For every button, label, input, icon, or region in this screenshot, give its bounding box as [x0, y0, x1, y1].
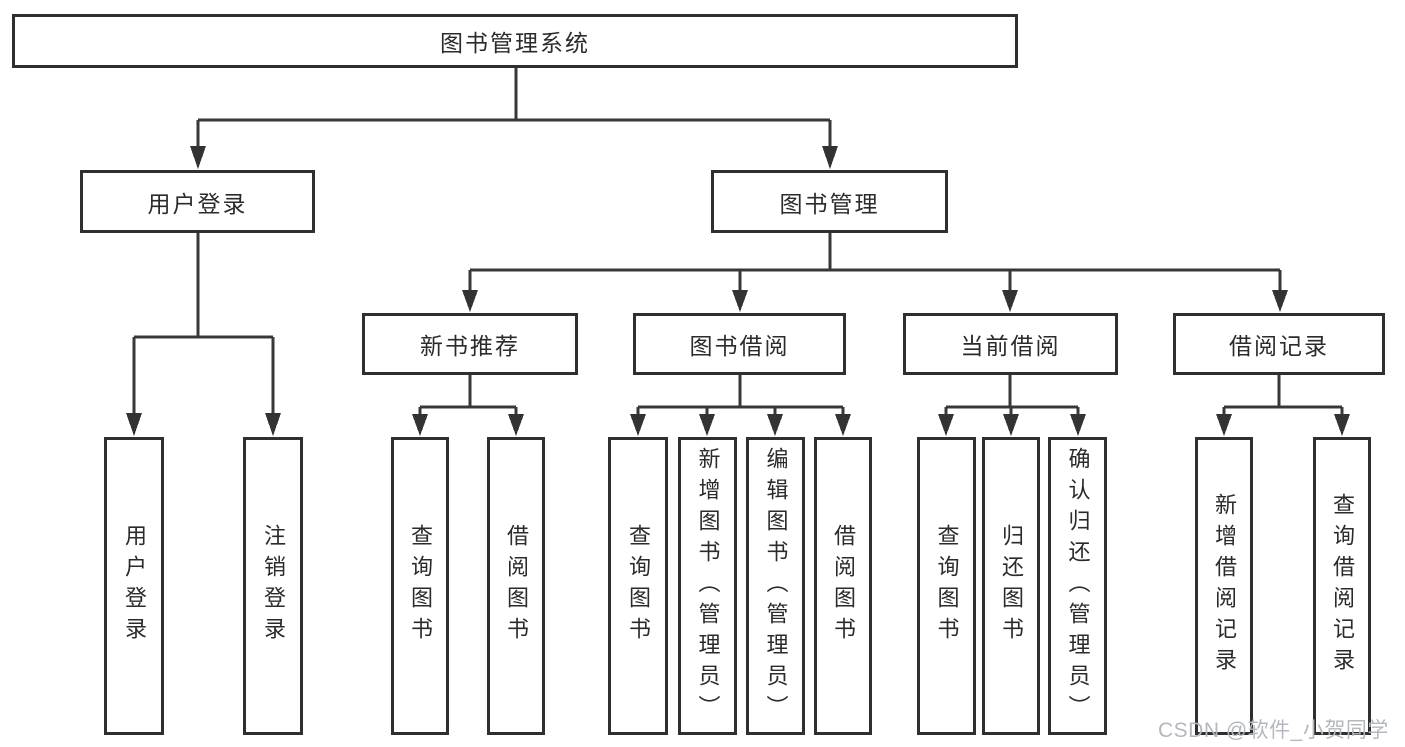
leaf-recommend-query-book: 查询图书 [391, 437, 449, 735]
leaf-confirm-return-admin: 确认归还（管理员） [1048, 437, 1107, 735]
connector-userlogin-to-leaves [126, 233, 281, 436]
node-root-system: 图书管理系统 [12, 14, 1018, 68]
leaf-edit-book-admin: 编辑图书（管理员） [746, 437, 805, 735]
node-user-login-module: 用户登录 [80, 170, 315, 233]
leaf-return-book: 归还图书 [982, 437, 1040, 735]
leaf-current-query-book: 查询图书 [917, 437, 976, 735]
leaf-borrow-query-book: 查询图书 [608, 437, 668, 735]
leaf-logout: 注销登录 [243, 437, 303, 735]
connector-root-to-level2 [190, 68, 838, 169]
node-new-book-recommend: 新书推荐 [362, 313, 578, 375]
connector-records-to-leaves [1216, 375, 1350, 436]
connector-borrow-to-leaves [630, 375, 851, 436]
leaf-recommend-borrow-book: 借阅图书 [487, 437, 545, 735]
node-book-borrow: 图书借阅 [633, 313, 846, 375]
leaf-add-book-admin: 新增图书（管理员） [678, 437, 737, 735]
node-borrow-records: 借阅记录 [1173, 313, 1385, 375]
connector-bookmgmt-to-level3 [462, 233, 1288, 312]
connector-newbooks-to-leaves [412, 375, 524, 436]
node-book-management-module: 图书管理 [711, 170, 948, 233]
leaf-borrow-book: 借阅图书 [814, 437, 872, 735]
leaf-add-borrow-record: 新增借阅记录 [1195, 437, 1253, 735]
node-current-borrow: 当前借阅 [903, 313, 1118, 375]
leaf-user-login: 用户登录 [104, 437, 164, 735]
connector-current-to-leaves [938, 375, 1086, 436]
leaf-query-borrow-record: 查询借阅记录 [1313, 437, 1371, 735]
csdn-watermark: CSDN @软件_小贺同学 [1158, 719, 1389, 742]
